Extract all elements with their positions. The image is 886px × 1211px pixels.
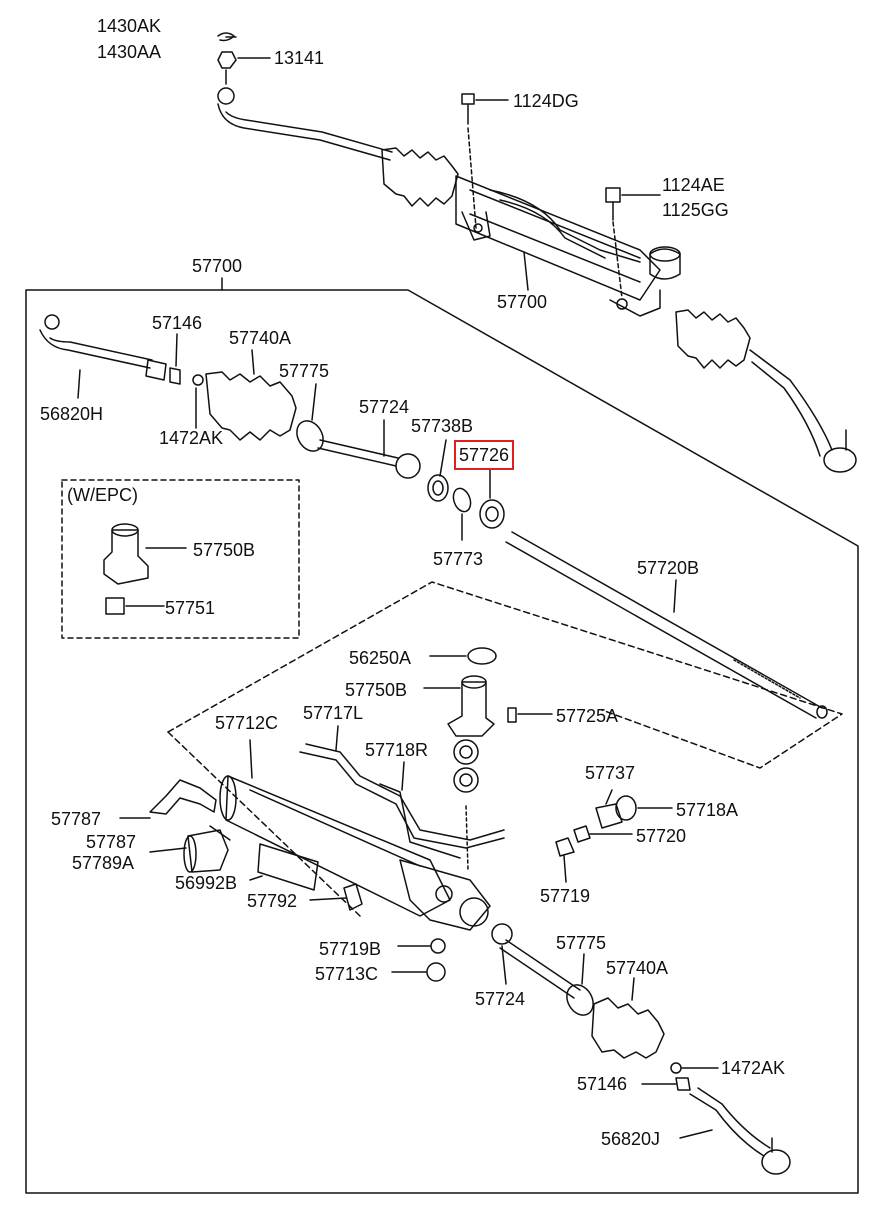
part-label-56820h: 56820H [40,404,104,424]
part-label-57712c: 57712C [215,713,279,733]
top-gear-assembly [217,32,857,473]
part-label-57146-right: 57146 [577,1074,628,1094]
part-label-57751: 57751 [165,598,216,618]
part-label-57718r: 57718R [365,740,429,760]
part-label-57726-highlighted: 57726 [453,440,515,470]
part-label-1124ae: 1124AE [662,175,725,195]
part-label-57792: 57792 [247,891,298,911]
right-tie-rod-group [391,923,791,1175]
part-label-57737: 57737 [585,763,636,783]
part-label-56992b: 56992B [175,873,238,893]
part-label-57724-right: 57724 [475,989,526,1009]
part-label-57724-left: 57724 [359,397,410,417]
part-label-57738b: 57738B [411,416,474,436]
part-label-56250a: 56250A [349,648,412,668]
part-label-1124dg: 1124DG [513,91,579,111]
part-label-57146-left: 57146 [152,313,203,333]
left-tie-rod-group [39,314,828,719]
part-label-57750b-epc: 57750B [193,540,256,560]
part-label-57789a: 57789A [72,853,135,873]
part-label-57720: 57720 [636,826,687,846]
part-label-57718a: 57718A [676,800,739,820]
part-label-57787-b: 57787 [86,832,137,852]
part-label-57740a-left: 57740A [229,328,292,348]
part-label-57700-assembly: 57700 [497,292,548,312]
part-label-57720b: 57720B [637,558,700,578]
part-label-57775-right: 57775 [556,933,607,953]
part-label-57700-kit: 57700 [192,256,243,276]
part-label-56820j: 56820J [601,1129,661,1149]
part-label-57775-left: 57775 [279,361,330,381]
part-label-1125gg: 1125GG [662,200,729,220]
part-label-57719: 57719 [540,886,591,906]
part-label-57787-a: 57787 [51,809,102,829]
epc-inset [61,479,300,639]
part-label-57719b: 57719B [319,939,382,959]
part-label-57773: 57773 [433,549,484,569]
part-label-1430aa: 1430AA [97,42,162,62]
part-label-1472ak-left: 1472AK [159,428,224,448]
part-label-1472ak-right: 1472AK [721,1058,786,1078]
part-label-13141: 13141 [274,48,325,68]
kit-frame [25,289,859,1194]
part-label-57717l: 57717L [303,703,364,723]
part-label-57750b-lower: 57750B [345,680,408,700]
part-label-57725a: 57725A [556,706,619,726]
part-label-57740a-right: 57740A [606,958,669,978]
lower-subassembly [119,581,843,931]
part-label-1430ak: 1430AK [97,16,162,36]
part-label-wepc: (W/EPC) [67,485,138,505]
part-label-57713c: 57713C [315,964,379,984]
